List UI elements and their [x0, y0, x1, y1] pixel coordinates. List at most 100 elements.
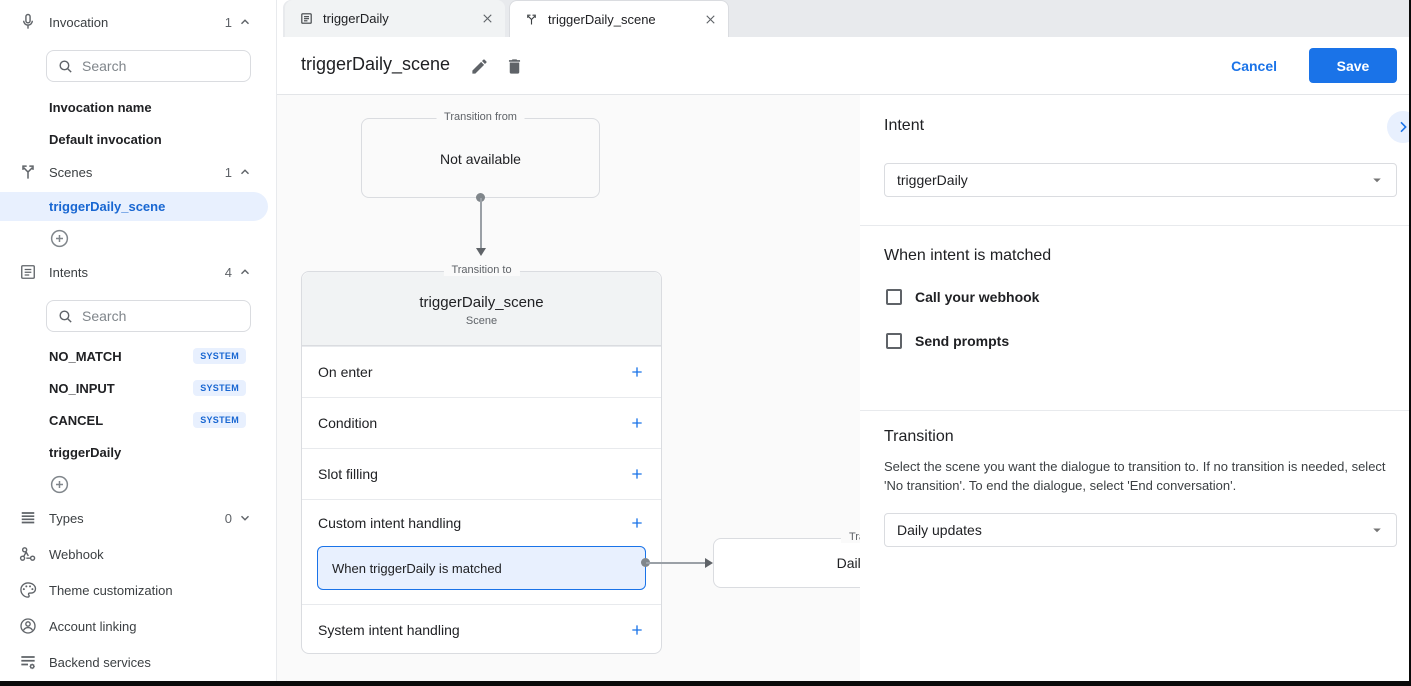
sidebar-item-webhook[interactable]: Webhook — [0, 540, 277, 568]
sidebar-item-types[interactable]: Types 0 — [0, 504, 277, 532]
when-matched-heading: When intent is matched — [884, 247, 1052, 264]
intents-search-input[interactable] — [82, 308, 222, 324]
connector-dot — [476, 193, 485, 202]
row-condition: Condition — [302, 397, 661, 448]
sidebar-item-no-match[interactable]: NO_MATCH SYSTEM — [0, 342, 277, 370]
chevron-down-icon[interactable] — [238, 511, 252, 525]
sidebar-item-invocation[interactable]: Invocation 1 — [0, 8, 277, 36]
delete-trash-icon[interactable] — [505, 57, 525, 77]
transition-select[interactable]: Daily updates — [884, 513, 1397, 547]
sidebar-item-default-invocation[interactable]: Default invocation — [49, 131, 162, 147]
intent-select[interactable]: triggerDaily — [884, 163, 1397, 197]
webhook-checkbox[interactable] — [886, 289, 902, 305]
add-plus-icon[interactable] — [629, 364, 645, 380]
divider — [860, 225, 1409, 226]
transition-target-node[interactable]: Transition to Daily updates — [713, 531, 860, 588]
connector-line — [646, 562, 706, 564]
chevron-up-icon[interactable] — [238, 165, 252, 179]
system-badge: SYSTEM — [193, 348, 246, 364]
sidebar-item-no-input[interactable]: NO_INPUT SYSTEM — [0, 374, 277, 402]
selected-intent-handler[interactable]: When triggerDaily is matched — [317, 546, 646, 590]
sidebar-item-theme-customization[interactable]: Theme customization — [0, 576, 277, 604]
invocation-count: 1 — [224, 14, 232, 30]
row-system-intent-handling: System intent handling — [302, 604, 661, 655]
close-tab-icon[interactable] — [479, 11, 495, 27]
sidebar-item-backend-services[interactable]: Backend services — [0, 648, 277, 676]
tab-bar: triggerDaily triggerDaily_scene — [277, 0, 1409, 37]
add-plus-icon[interactable] — [629, 622, 645, 638]
transition-description: Select the scene you want the dialogue t… — [884, 459, 1386, 493]
sidebar: Invocation 1 Invocation name Default inv… — [0, 0, 277, 681]
system-badge: SYSTEM — [193, 412, 246, 428]
scene-card[interactable]: Transition to triggerDaily_scene Scene O… — [301, 264, 662, 655]
scene-card-subtitle: Scene — [465, 315, 498, 327]
tab-triggerdaily[interactable]: triggerDaily — [285, 0, 505, 37]
row-slot-filling: Slot filling — [302, 448, 661, 499]
microphone-icon — [17, 11, 39, 33]
row-on-enter: On enter — [302, 346, 661, 397]
target-node-title: Daily updates — [836, 555, 860, 571]
transition-to-label: Transition to — [443, 264, 520, 276]
sidebar-item-cancel-intent[interactable]: CANCEL SYSTEM — [0, 406, 277, 434]
search-icon — [57, 308, 74, 325]
palette-icon — [17, 579, 39, 601]
scene-card-header: triggerDaily_scene Scene — [302, 272, 661, 346]
invocation-label: Invocation — [49, 14, 109, 30]
backend-services-icon — [17, 651, 39, 673]
intents-list-icon — [17, 261, 39, 283]
account-circle-icon — [17, 615, 39, 637]
send-prompts-option[interactable]: Send prompts — [886, 333, 1009, 349]
sidebar-item-triggerdaily-intent[interactable]: triggerDaily — [49, 444, 122, 460]
intent-tab-icon — [299, 11, 314, 26]
arrow-right-icon — [705, 558, 713, 568]
add-scene-button[interactable] — [49, 228, 70, 249]
edit-pencil-icon[interactable] — [470, 57, 490, 77]
scene-tab-icon — [524, 12, 539, 27]
sidebar-item-triggerdaily-scene[interactable]: triggerDaily_scene — [0, 192, 268, 221]
page-title: triggerDaily_scene — [301, 54, 451, 74]
webhook-icon — [17, 543, 39, 565]
dropdown-caret-icon — [1368, 521, 1386, 539]
search-icon — [57, 58, 74, 75]
scene-flow-canvas[interactable]: Transition from Not available Transition… — [277, 95, 860, 681]
tab-triggerdaily-scene[interactable]: triggerDaily_scene — [509, 0, 729, 37]
chevron-up-icon[interactable] — [238, 265, 252, 279]
window-border-right — [1409, 0, 1411, 686]
transition-to-label: Transition to — [840, 531, 860, 543]
divider — [860, 410, 1409, 411]
intents-search-box — [46, 300, 251, 332]
sidebar-item-intents[interactable]: Intents 4 — [0, 258, 277, 286]
types-lines-icon — [17, 507, 39, 529]
dropdown-caret-icon — [1368, 171, 1386, 189]
add-intent-button[interactable] — [49, 474, 70, 495]
call-webhook-option[interactable]: Call your webhook — [886, 289, 1039, 305]
save-button[interactable]: Save — [1309, 48, 1397, 83]
prompts-checkbox[interactable] — [886, 333, 902, 349]
row-custom-intent-handling: Custom intent handling When triggerDaily… — [302, 499, 661, 604]
intent-properties-panel: Intent triggerDaily When intent is match… — [860, 95, 1409, 681]
sidebar-item-account-linking[interactable]: Account linking — [0, 612, 277, 640]
window-border-bottom — [0, 681, 1411, 686]
chevron-up-icon[interactable] — [238, 15, 252, 29]
transition-from-node[interactable]: Transition from Not available — [361, 111, 600, 198]
system-badge: SYSTEM — [193, 380, 246, 396]
transition-from-label: Transition from — [436, 111, 525, 123]
connector-line — [480, 198, 482, 249]
add-plus-icon[interactable] — [629, 515, 645, 531]
editor-header: triggerDaily_scene Cancel Save — [277, 37, 1409, 95]
sidebar-item-invocation-name[interactable]: Invocation name — [49, 99, 152, 115]
add-plus-icon[interactable] — [629, 466, 645, 482]
add-plus-icon[interactable] — [629, 415, 645, 431]
close-tab-icon[interactable] — [702, 11, 718, 27]
arrow-down-icon — [476, 248, 486, 256]
transition-from-value: Not available — [440, 151, 521, 167]
invocation-search-input[interactable] — [82, 58, 222, 74]
scene-card-title: triggerDaily_scene — [419, 294, 544, 311]
chevron-right-icon — [1400, 121, 1407, 133]
transition-heading: Transition — [884, 428, 954, 445]
sidebar-item-scenes[interactable]: Scenes 1 — [0, 158, 277, 186]
collapse-panel-button[interactable] — [1387, 111, 1409, 143]
scenes-icon — [17, 161, 39, 183]
cancel-button[interactable]: Cancel — [1219, 51, 1289, 81]
